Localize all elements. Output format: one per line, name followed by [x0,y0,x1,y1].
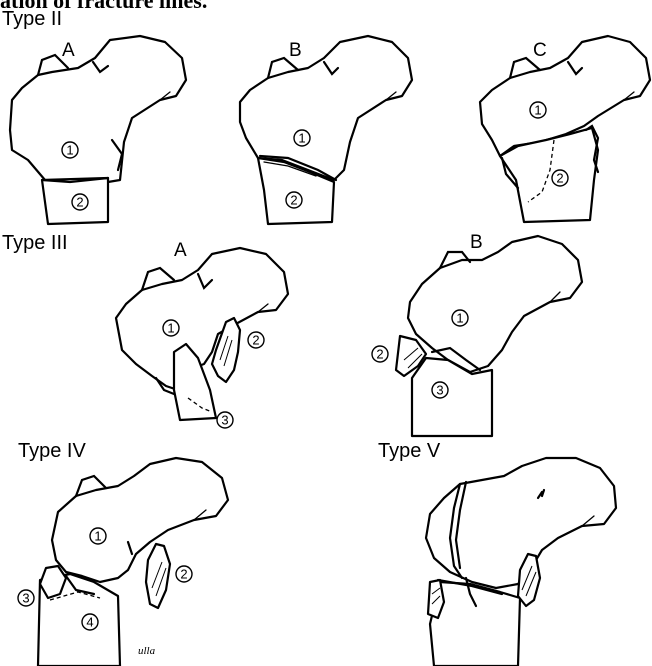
type-iii-title: Type III [2,232,68,255]
fragment-1-number: 1 [298,131,305,146]
fragment-2-number: 2 [556,171,563,186]
fragment-1-number: 1 [66,143,73,158]
type-ii-a-femur-drawing: 1 2 [0,30,210,230]
fragment-2-number: 2 [76,195,83,210]
fragment-2-number: 2 [252,333,259,348]
type-iii-b-femur-drawing: 1 2 3 [352,230,612,440]
fragment-3-number: 3 [221,413,228,428]
fragment-4-number: 4 [86,615,93,630]
fragment-1-number: 1 [167,321,174,336]
fragment-1-number: 1 [94,529,101,544]
artist-signature: ulla [138,645,156,657]
fragment-1-number: 1 [456,311,463,326]
fragment-3-number: 3 [22,591,29,606]
type-v-femur-drawing [410,454,652,666]
fragment-2-number: 2 [290,193,297,208]
type-ii-title: Type II [2,8,62,31]
type-ii-c-femur-drawing: 1 2 [470,30,652,230]
type-iii-a-femur-drawing: 1 2 3 [108,240,308,440]
fragment-1-number: 1 [534,103,541,118]
type-iv-femur-drawing: 1 2 3 4 ulla [0,450,250,666]
fragment-2-number: 2 [376,347,383,362]
fragment-3-number: 3 [436,383,443,398]
fragment-2-number: 2 [180,567,187,582]
type-ii-b-femur-drawing: 1 2 [228,30,428,230]
